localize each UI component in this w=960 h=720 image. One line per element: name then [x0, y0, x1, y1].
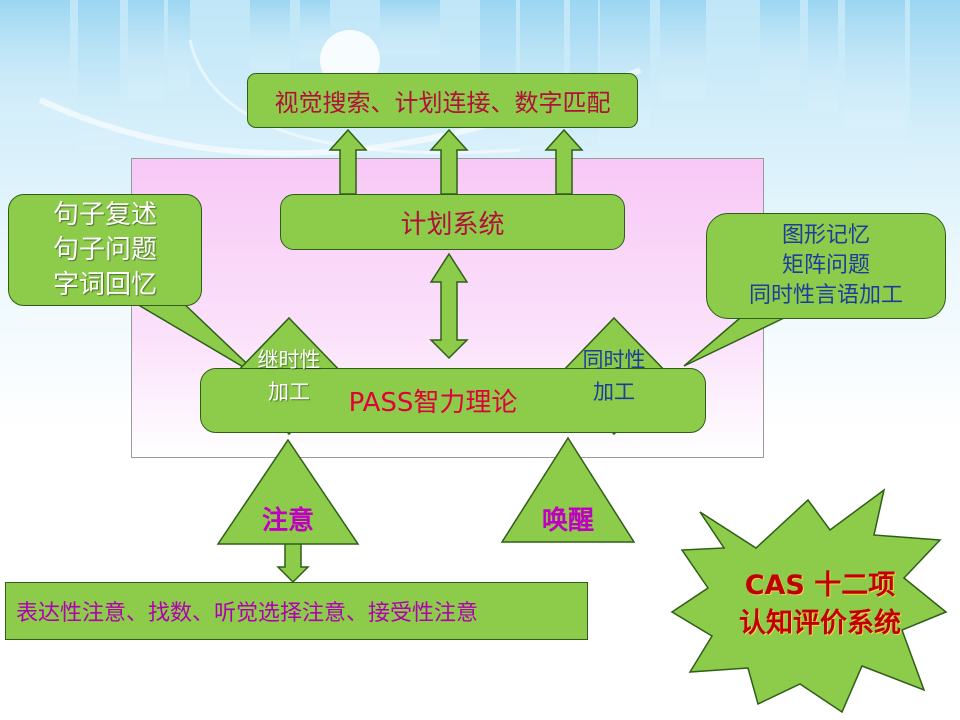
cas-star-line-1: CAS 十二项	[744, 570, 896, 601]
up-arrow-3	[544, 128, 584, 195]
left-callout-line-2: 句子问题	[52, 234, 157, 265]
up-arrow-2	[429, 128, 469, 195]
double-arrow	[429, 252, 469, 360]
top-result-box: 视觉搜索、计划连接、数字匹配	[247, 73, 638, 128]
cas-star-line-2: 认知评价系统	[739, 608, 901, 639]
pass-theory-label: PASS智力理论	[348, 388, 518, 418]
left-callout: 句子复述 句子问题 字词回忆	[8, 194, 202, 306]
attention-triangle	[216, 438, 360, 545]
down-arrow	[276, 542, 310, 584]
plan-system-label: 计划系统	[400, 209, 505, 240]
right-callout: 图形记忆 矩阵问题 同时性言语加工	[706, 213, 946, 319]
left-callout-line-3: 字词回忆	[52, 269, 157, 300]
right-callout-line-2: 矩阵问题	[781, 253, 870, 278]
attention-tasks-box: 表达性注意、找数、听觉选择注意、接受性注意	[5, 582, 588, 640]
right-callout-tail	[683, 317, 785, 367]
arousal-triangle	[500, 436, 636, 543]
left-diamond-line-1: 继时性	[257, 348, 321, 372]
attention-label: 注意	[261, 505, 314, 536]
arousal-label: 唤醒	[541, 505, 594, 536]
right-callout-line-3: 同时性言语加工	[748, 283, 903, 308]
top-result-text: 视觉搜索、计划连接、数字匹配	[274, 89, 611, 117]
right-diamond-label: 同时性 加工	[564, 342, 664, 410]
right-diamond-line-1: 同时性	[582, 348, 646, 372]
plan-system-box: 计划系统	[280, 194, 625, 250]
pass-theory-box: PASS智力理论	[200, 368, 706, 433]
cas-star-label: CAS 十二项 认知评价系统	[700, 560, 940, 650]
left-callout-line-1: 句子复述	[52, 199, 157, 230]
up-arrow-1	[328, 128, 368, 195]
right-diamond-line-2: 加工	[593, 380, 635, 404]
right-callout-line-1: 图形记忆	[781, 223, 870, 248]
left-diamond-line-2: 加工	[268, 380, 310, 404]
attention-tasks-text: 表达性注意、找数、听觉选择注意、接受性注意	[16, 601, 479, 626]
left-diamond-label: 继时性 加工	[239, 342, 339, 410]
star-burst-shape	[670, 488, 948, 714]
